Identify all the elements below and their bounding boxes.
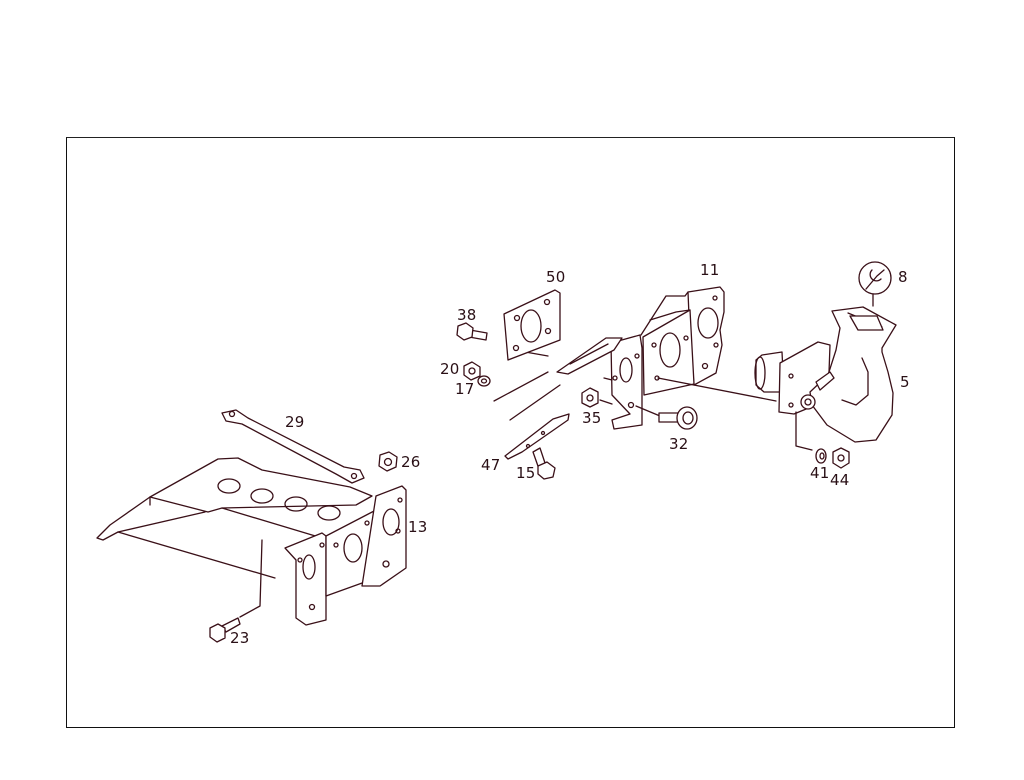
diagram-frame xyxy=(66,137,955,728)
bolt-15 xyxy=(532,447,556,480)
eye-bolt-32 xyxy=(658,406,698,430)
part-label-5: 5 xyxy=(900,373,910,391)
part-label-17: 17 xyxy=(455,380,475,398)
part-label-32: 32 xyxy=(669,435,689,453)
part-label-29: 29 xyxy=(285,413,305,431)
part-label-38: 38 xyxy=(457,306,477,324)
nut-26 xyxy=(378,451,398,472)
part-label-23: 23 xyxy=(230,629,250,647)
washer-41 xyxy=(815,448,827,464)
strut-29 xyxy=(221,409,365,484)
bolt-23 xyxy=(209,617,241,643)
plate-50 xyxy=(503,289,561,361)
part-label-44: 44 xyxy=(830,471,850,489)
part-label-50: 50 xyxy=(546,268,566,286)
part-label-41: 41 xyxy=(810,464,830,482)
part-label-13: 13 xyxy=(408,518,428,536)
part-label-26: 26 xyxy=(401,453,421,471)
nut-35 xyxy=(581,387,599,408)
clip-47 xyxy=(504,413,570,460)
washer-17 xyxy=(477,375,491,387)
part-label-15: 15 xyxy=(516,464,536,482)
part-label-47: 47 xyxy=(481,456,501,474)
towing-hook-5 xyxy=(754,261,897,451)
bolt-38 xyxy=(456,322,488,341)
part-label-8: 8 xyxy=(898,268,908,286)
part-label-11: 11 xyxy=(700,261,720,279)
part-label-20: 20 xyxy=(440,360,460,378)
cross-member-13 xyxy=(96,457,407,626)
nut-20 xyxy=(463,361,481,381)
nut-44 xyxy=(832,447,850,469)
bracket-11 xyxy=(493,286,777,430)
part-label-35: 35 xyxy=(582,409,602,427)
